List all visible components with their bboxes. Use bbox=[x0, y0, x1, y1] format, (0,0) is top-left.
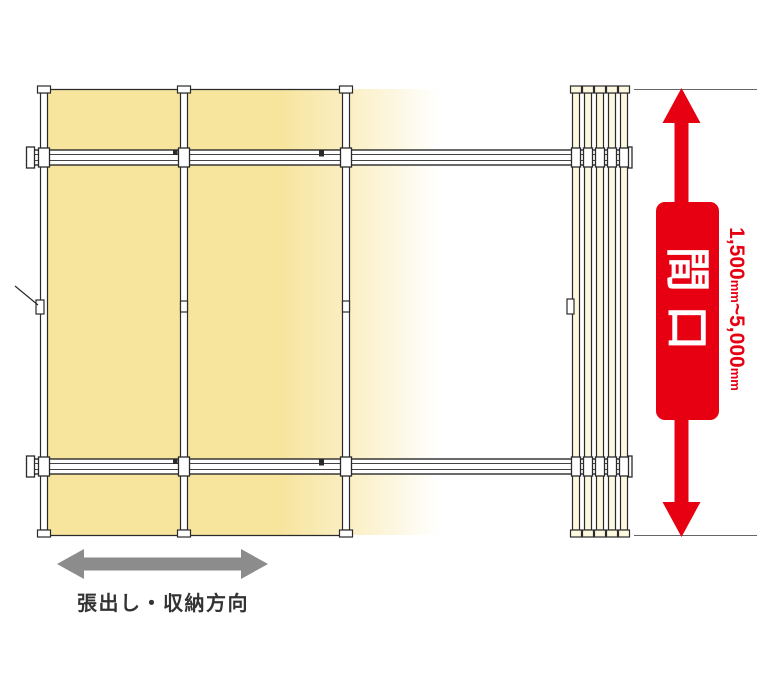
pull-cord bbox=[14, 285, 39, 306]
post-clip bbox=[179, 300, 189, 313]
folded-panel-stack bbox=[566, 85, 631, 538]
rail-latch bbox=[173, 459, 178, 464]
dimension-lines bbox=[634, 89, 757, 536]
range-max: 5,000 bbox=[725, 315, 748, 368]
rail-stopper bbox=[319, 150, 324, 157]
opening-width-label: 間口 bbox=[662, 246, 714, 364]
bottom-rail bbox=[25, 455, 633, 478]
post-clip bbox=[35, 299, 45, 315]
extend-retract-arrow bbox=[57, 549, 268, 579]
range-max-unit: mm bbox=[728, 367, 744, 391]
range-separator: ~ bbox=[725, 302, 748, 316]
post-clip bbox=[341, 300, 351, 313]
direction-label: 張出し・収納方向 bbox=[77, 593, 249, 615]
range-min: 1,500 bbox=[725, 227, 748, 280]
rail-stopper bbox=[319, 459, 324, 466]
frame-posts bbox=[35, 85, 354, 538]
opening-width-badge: 間口 bbox=[656, 202, 719, 420]
stack-rail-junctions bbox=[570, 147, 630, 477]
top-rail bbox=[25, 146, 633, 169]
rail-latch bbox=[173, 150, 178, 155]
range-min-unit: mm bbox=[728, 279, 744, 303]
stack-clip bbox=[566, 298, 575, 315]
